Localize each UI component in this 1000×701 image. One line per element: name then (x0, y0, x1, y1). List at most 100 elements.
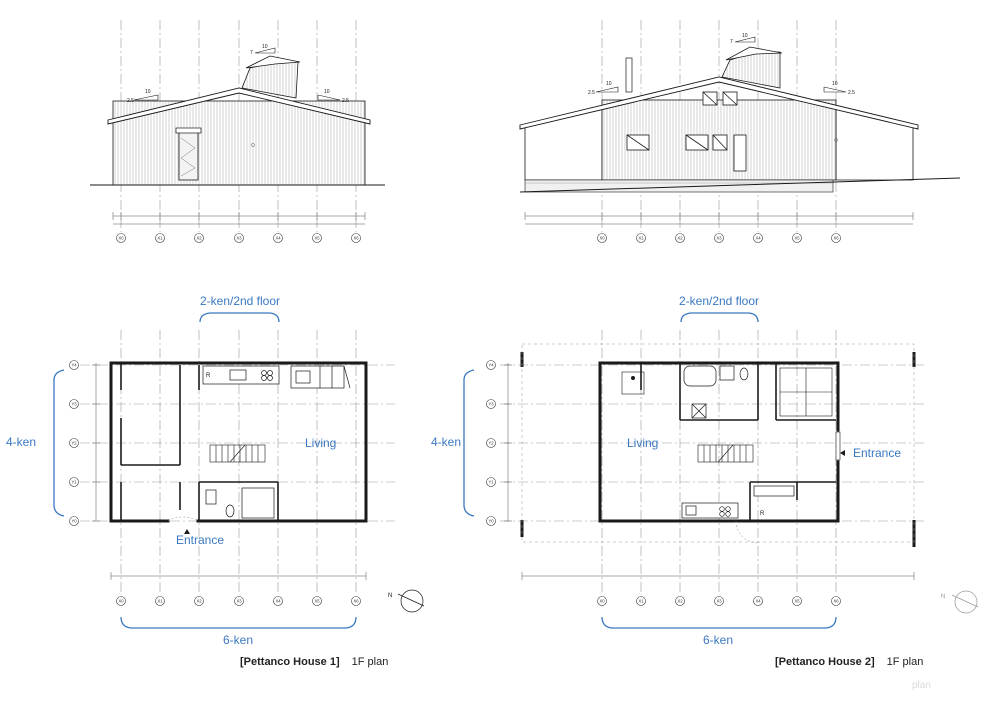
house2-plan-dimensions (504, 363, 915, 580)
axis-bubble-y0: Y0 (486, 516, 496, 526)
axis-bubble-y4: Y4 (486, 360, 496, 370)
house1-entrance-arrow (184, 529, 190, 534)
axis-bubble-x0: X0 (597, 233, 607, 243)
house1-elevation-gridlines (120, 20, 357, 232)
house2-span-top-label: 2-ken/2nd floor (679, 294, 759, 308)
svg-text:X6: X6 (353, 599, 359, 604)
svg-text:X2: X2 (196, 236, 202, 241)
svg-text:10: 10 (145, 89, 151, 95)
svg-text:Y2: Y2 (71, 441, 77, 446)
svg-text:X6: X6 (353, 236, 359, 241)
svg-text:X1: X1 (638, 236, 644, 241)
house2-span-top-bracket (680, 312, 759, 323)
svg-text:X3: X3 (236, 236, 242, 241)
house2-span-bottom-label: 6-ken (703, 633, 733, 647)
axis-bubble-y0: Y0 (69, 516, 79, 526)
axis-bubble-y1: Y1 (69, 477, 79, 487)
axis-bubble-x2: X2 (194, 233, 204, 243)
house1-plan-walls (109, 361, 368, 523)
north-arrow-1: N (388, 589, 425, 613)
north-label-1: N (388, 593, 392, 599)
svg-text:X4: X4 (275, 599, 281, 604)
axis-bubble-x5: X5 (792, 233, 802, 243)
axis-bubble-x0: X0 (116, 596, 126, 606)
house2-room-entrance: Entrance (853, 446, 901, 460)
svg-text:10: 10 (832, 81, 838, 87)
house1-slope-right: 10 2.5 (317, 89, 349, 104)
axis-bubble-x0: X0 (116, 233, 126, 243)
house1-kitchen (202, 365, 351, 389)
house2-room-living: Living (627, 436, 658, 450)
house2-ground (519, 177, 961, 193)
north-label-2: N (941, 594, 945, 600)
axis-bubble-x3: X3 (714, 233, 724, 243)
house1-span-top-label: 2-ken/2nd floor (200, 294, 280, 308)
axis-bubble-x1: X1 (636, 233, 646, 243)
house2-plan-interior (640, 363, 836, 521)
axis-bubble-y3: Y3 (69, 399, 79, 409)
house2-span-side-label: 4-ken (431, 435, 461, 449)
svg-text:Y0: Y0 (488, 519, 494, 524)
svg-text:X6: X6 (833, 236, 839, 241)
axis-bubble-y1: Y1 (486, 477, 496, 487)
house1-span-side-label: 4-ken (6, 435, 36, 449)
axis-bubble-x3: X3 (234, 233, 244, 243)
axis-bubble-x2: X2 (675, 233, 685, 243)
house1-annotations (53, 312, 357, 629)
house1-plan-x-bubbles: X0 X1 X2 X3 X4 X5 X6 (116, 596, 361, 606)
house1-slope-left: 10 2.5 (127, 89, 159, 104)
house1-slope-top: 10 7 (250, 44, 276, 56)
svg-text:Y3: Y3 (488, 402, 494, 407)
svg-text:X5: X5 (794, 599, 800, 604)
house2-bath (683, 365, 749, 419)
svg-text:Y3: Y3 (71, 402, 77, 407)
house1-caption-plan: 1F plan (351, 656, 389, 668)
house1-room-living: Living (305, 436, 336, 450)
house2-elevation-dimensions (524, 212, 914, 225)
axis-bubble-y2: Y2 (486, 438, 496, 448)
house2-span-side-bracket (463, 369, 475, 517)
axis-bubble-y4: Y4 (69, 360, 79, 370)
house1-caption: [Pettanco House 1]1F plan (240, 656, 388, 668)
svg-text:X5: X5 (314, 599, 320, 604)
house2-annotations (463, 312, 837, 629)
house2-slope-left: 10 2.5 (588, 81, 619, 96)
axis-bubble-x6: X6 (831, 596, 841, 606)
svg-text:X1: X1 (157, 236, 163, 241)
house2-slope-right: 10 2.5 (823, 81, 855, 96)
axis-bubble-x6: X6 (351, 596, 361, 606)
house1-door (178, 131, 199, 181)
house1-span-bottom-label: 6-ken (223, 633, 253, 647)
svg-text:Y2: Y2 (488, 441, 494, 446)
house1-room-entrance: Entrance (176, 533, 224, 547)
axis-bubble-x0: X0 (597, 596, 607, 606)
north-arrow-2: N (941, 590, 979, 614)
svg-text:X3: X3 (716, 236, 722, 241)
svg-text:X1: X1 (638, 599, 644, 604)
svg-text:X0: X0 (118, 236, 124, 241)
svg-text:2.5: 2.5 (342, 98, 349, 104)
svg-text:Y1: Y1 (488, 480, 494, 485)
svg-text:X1: X1 (157, 599, 163, 604)
svg-text:X2: X2 (677, 599, 683, 604)
house2-windows (626, 91, 747, 172)
axis-bubble-x5: X5 (312, 233, 322, 243)
house2-kitchen (681, 485, 795, 519)
watermark-text: plan (912, 680, 931, 691)
svg-text:X0: X0 (599, 599, 605, 604)
axis-bubble-x1: X1 (636, 596, 646, 606)
svg-text:X2: X2 (196, 599, 202, 604)
svg-text:Y4: Y4 (71, 363, 77, 368)
house2-tatami (779, 367, 833, 417)
svg-text:Y0: Y0 (71, 519, 77, 524)
house2-roof (519, 76, 919, 130)
axis-bubble-x3: X3 (234, 596, 244, 606)
